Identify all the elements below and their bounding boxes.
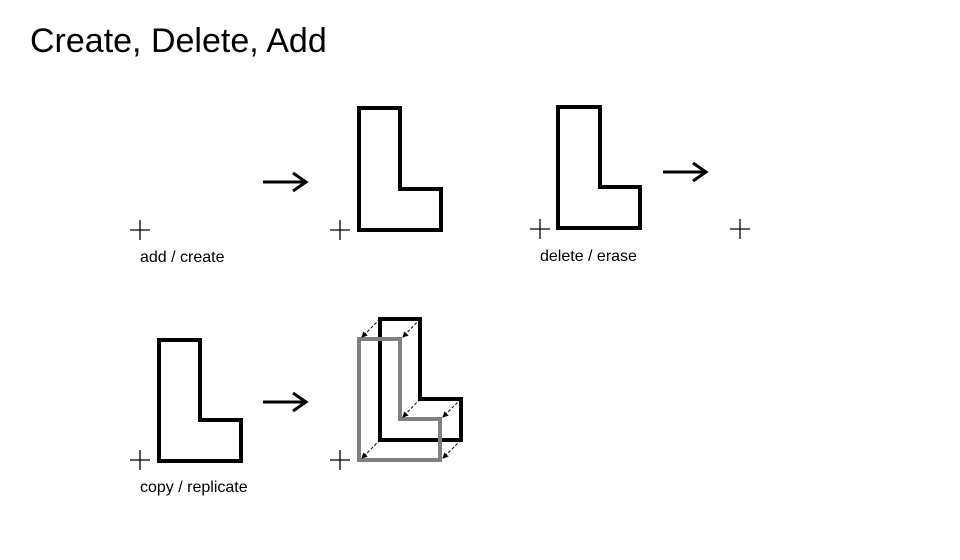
right-arrow-icon [663, 161, 709, 183]
caption-add-create: add / create [140, 249, 225, 266]
right-arrow-icon [263, 391, 309, 413]
origin-plus-icon [330, 450, 350, 470]
created-l-shape [357, 106, 443, 232]
caption-copy-replicate: copy / replicate [140, 479, 248, 496]
offset-dashed-arrow-icon [361, 318, 462, 459]
copied-l-shape [357, 337, 442, 462]
deleted-l-shape [556, 105, 642, 230]
origin-plus-icon [130, 220, 150, 240]
origin-plus-icon [730, 219, 750, 239]
slide-title: Create, Delete, Add [30, 22, 327, 60]
caption-delete-erase: delete / erase [540, 248, 637, 265]
origin-plus-icon [130, 450, 150, 470]
origin-plus-icon [530, 219, 550, 239]
origin-plus-icon [330, 220, 350, 240]
right-arrow-icon [263, 171, 309, 193]
source-l-shape [157, 338, 243, 463]
